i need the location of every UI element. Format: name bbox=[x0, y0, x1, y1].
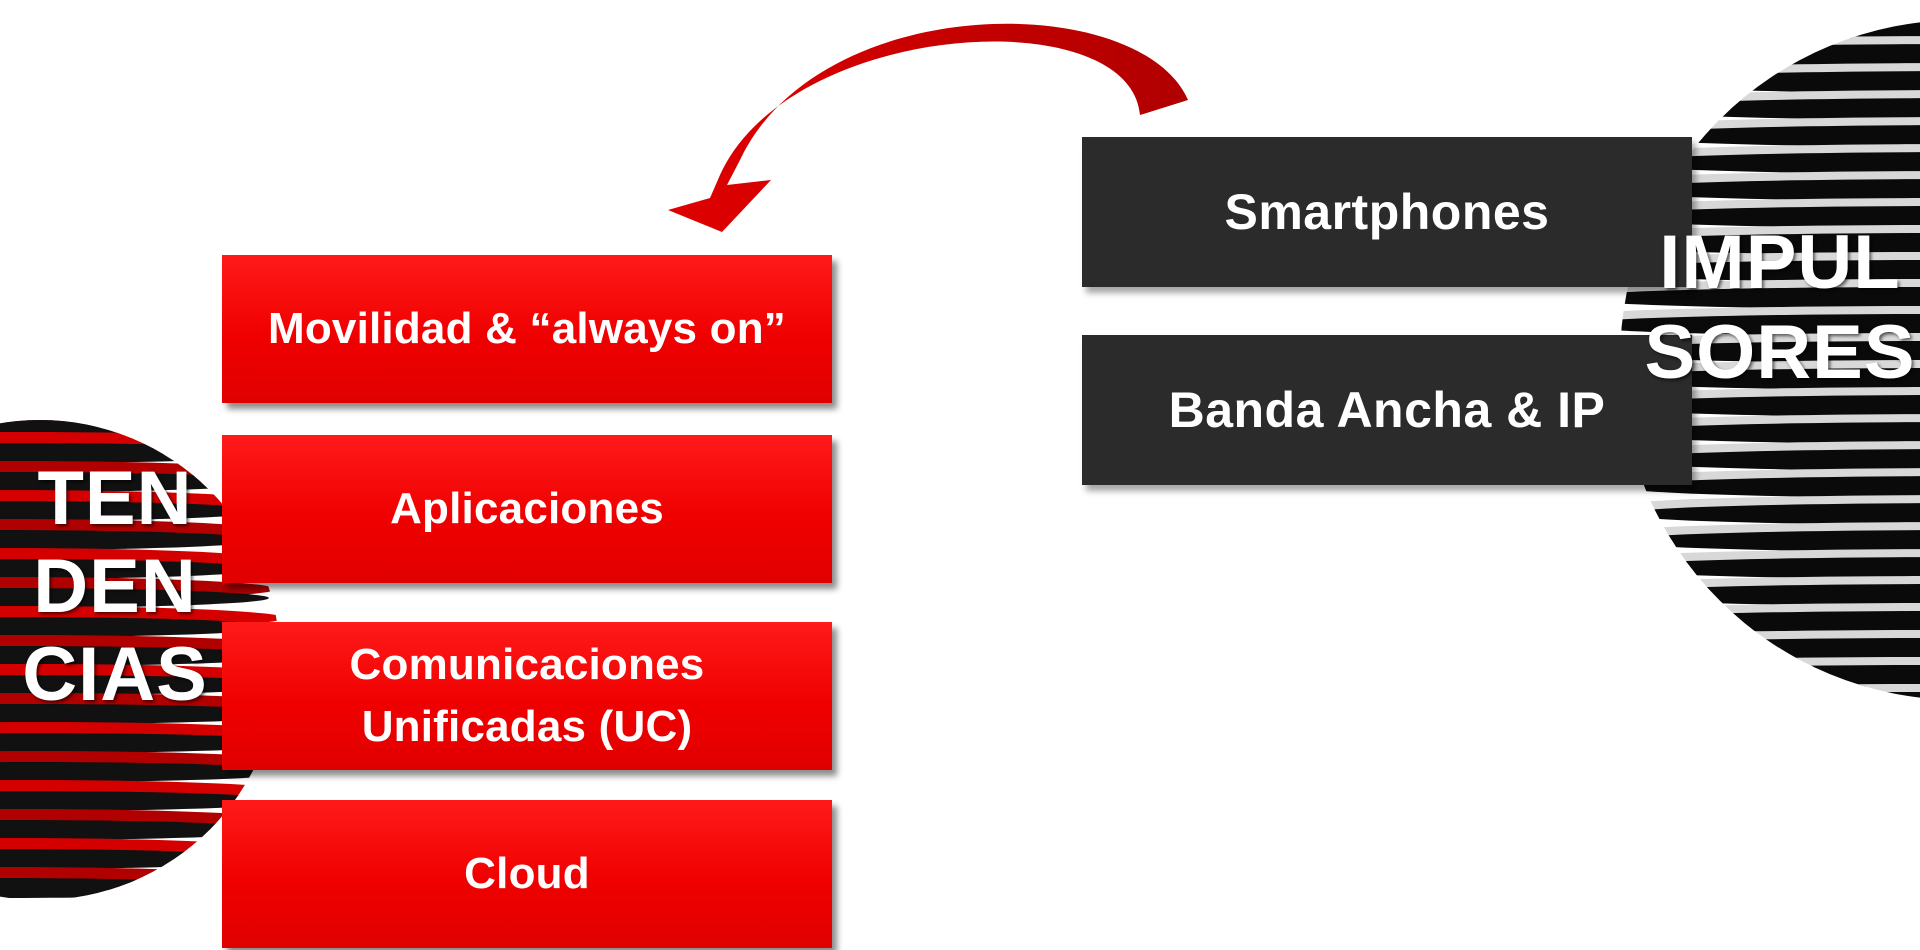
sphere-stripe bbox=[0, 704, 280, 724]
sphere-stripe bbox=[0, 675, 280, 695]
sphere-stripe bbox=[1620, 98, 1920, 120]
sphere-stripe bbox=[0, 501, 268, 521]
tendencia-cloud-box: Cloud bbox=[222, 800, 832, 948]
sphere-stripe bbox=[0, 617, 278, 637]
impulsor-smartphones-label: Smartphones bbox=[1224, 184, 1550, 240]
sphere-stripe bbox=[0, 588, 269, 608]
sphere-stripe bbox=[1620, 314, 1920, 336]
tendencia-movilidad-label: Movilidad & “always on” bbox=[267, 303, 787, 353]
sphere-stripe bbox=[1620, 584, 1920, 606]
sphere-stripe bbox=[0, 443, 280, 463]
sphere-stripe bbox=[1620, 368, 1920, 390]
impulsores-label-line-1: IMPUL bbox=[1659, 220, 1901, 305]
impulsores-label: IMPUL SORES bbox=[1640, 218, 1920, 398]
sphere-stripe bbox=[1620, 503, 1920, 525]
sphere-stripe bbox=[1620, 611, 1920, 633]
sphere-stripe bbox=[0, 472, 276, 492]
tendencias-label-line-2: DEN bbox=[33, 544, 197, 629]
tendencias-label-line-3: CIAS bbox=[22, 632, 208, 717]
sphere-stripe bbox=[0, 559, 264, 579]
tendencia-movilidad-box: Movilidad & “always on” bbox=[222, 255, 832, 403]
sphere-stripe bbox=[1620, 287, 1920, 309]
sphere-stripe bbox=[0, 530, 264, 550]
tendencias-label: TEN DEN CIAS bbox=[0, 455, 230, 719]
sphere-stripe bbox=[1620, 71, 1920, 93]
tendencia-uc-label: Comunicaciones Unificadas (UC) bbox=[349, 639, 705, 751]
sphere-stripe bbox=[1620, 233, 1920, 255]
sphere-stripe bbox=[0, 762, 280, 782]
impulsores-label-line-2: SORES bbox=[1644, 310, 1916, 395]
sphere-stripe bbox=[0, 646, 280, 666]
sphere-stripe bbox=[1620, 179, 1920, 201]
tendencia-aplicaciones-label: Aplicaciones bbox=[390, 483, 664, 533]
sphere-stripe bbox=[1620, 341, 1920, 363]
impulsor-banda-ancha-label: Banda Ancha & IP bbox=[1168, 382, 1606, 438]
sphere-stripe bbox=[0, 849, 273, 869]
sphere-stripe bbox=[0, 820, 280, 840]
sphere-stripe bbox=[1620, 476, 1920, 498]
tendencia-aplicaciones-box: Aplicaciones bbox=[222, 435, 832, 583]
impulsor-banda-ancha-box: Banda Ancha & IP bbox=[1082, 335, 1692, 485]
sphere-stripe bbox=[1620, 557, 1920, 579]
tendencia-uc-box: Comunicaciones Unificadas (UC) bbox=[222, 622, 832, 770]
sphere-stripe bbox=[0, 733, 280, 753]
sphere-stripe bbox=[1620, 530, 1920, 552]
tendencia-cloud-label: Cloud bbox=[464, 848, 590, 898]
impulsor-smartphones-box: Smartphones bbox=[1082, 137, 1692, 287]
sphere-stripe bbox=[1620, 125, 1920, 147]
sphere-stripe bbox=[1620, 260, 1920, 282]
sphere-stripe bbox=[1620, 449, 1920, 471]
sphere-stripe bbox=[1620, 422, 1920, 444]
tendencias-label-line-1: TEN bbox=[37, 456, 193, 541]
sphere-stripe bbox=[1620, 206, 1920, 228]
sphere-stripe bbox=[1620, 152, 1920, 174]
sphere-stripe bbox=[0, 791, 280, 811]
sphere-stripe bbox=[1620, 395, 1920, 417]
